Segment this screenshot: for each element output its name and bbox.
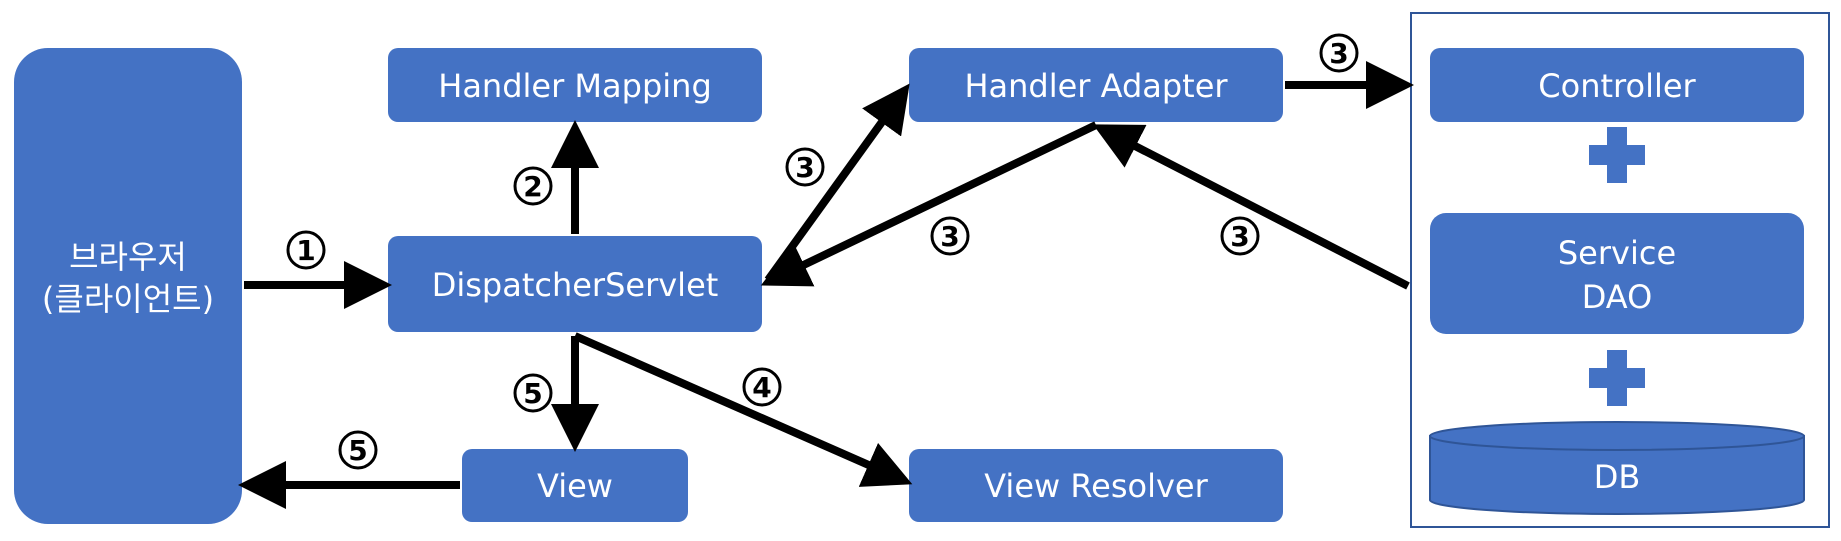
step-marker: 3 <box>1220 216 1260 256</box>
step-number: 3 <box>1329 37 1348 70</box>
step-number: 3 <box>940 220 959 253</box>
step-marker: 3 <box>785 147 825 187</box>
plus-icon <box>1589 350 1645 406</box>
step-number: 3 <box>1230 220 1249 253</box>
view-resolver-node: View Resolver <box>909 449 1283 522</box>
dispatcher-servlet-node: DispatcherServlet <box>388 236 762 332</box>
browser-label-line2: (클라이언트) <box>42 280 214 318</box>
step-number: 1 <box>296 234 315 267</box>
view-label: View <box>537 467 613 505</box>
database-icon: DB <box>1429 421 1805 515</box>
controller-node: Controller <box>1430 48 1804 122</box>
backend-container: Controller Service DAO DB <box>1410 12 1830 528</box>
step-marker: 3 <box>1319 33 1359 73</box>
browser-node: 브라우저 (클라이언트) <box>14 48 242 524</box>
arrow-adapter-to-dispatcher <box>760 121 1098 287</box>
handler-mapping-label: Handler Mapping <box>438 67 712 105</box>
view-node: View <box>462 449 688 522</box>
view-resolver-label: View Resolver <box>984 467 1208 505</box>
step-markers: 1 2 3 3 3 3 4 5 <box>286 33 1359 470</box>
db-label: DB <box>1594 458 1641 496</box>
arrows <box>238 61 1414 509</box>
step-number: 5 <box>523 377 542 410</box>
handler-mapping-node: Handler Mapping <box>388 48 762 122</box>
controller-label: Controller <box>1538 67 1696 105</box>
browser-label-line1: 브라우저 <box>69 238 187 276</box>
handler-adapter-label: Handler Adapter <box>964 67 1228 105</box>
step-marker: 5 <box>338 430 378 470</box>
service-label: Service <box>1558 234 1676 272</box>
step-marker: 4 <box>742 367 782 407</box>
arrow-container-to-adapter <box>1092 124 1410 290</box>
step-number: 2 <box>523 170 542 203</box>
step-number: 3 <box>795 151 814 184</box>
step-number: 4 <box>752 371 771 404</box>
plus-icon <box>1589 127 1645 183</box>
step-number: 5 <box>348 434 367 467</box>
handler-adapter-node: Handler Adapter <box>909 48 1283 122</box>
arrow-dispatcher-to-resolver <box>573 332 913 487</box>
service-dao-node: Service DAO <box>1430 213 1804 334</box>
step-marker: 1 <box>286 230 326 270</box>
step-marker: 2 <box>513 166 553 206</box>
dispatcher-servlet-label: DispatcherServlet <box>432 266 719 304</box>
step-marker: 3 <box>930 216 970 256</box>
dao-label: DAO <box>1582 278 1653 316</box>
step-marker: 5 <box>513 373 553 413</box>
